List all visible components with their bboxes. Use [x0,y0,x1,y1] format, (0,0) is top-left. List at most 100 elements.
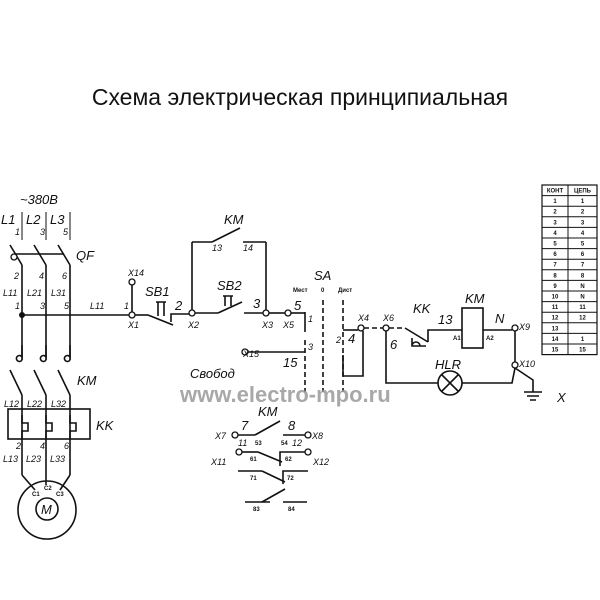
km-coil [461,307,484,349]
label: L11 [3,288,17,298]
thermal-relay-box [7,408,91,440]
terminal-label: X9 [518,322,530,332]
table-cell: N [580,295,584,301]
label: 53 [255,441,262,447]
table-cell: 6 [553,252,557,258]
table-cell: 12 [579,316,586,322]
label: 1 [15,301,20,311]
label-km: KM [77,373,97,388]
label: 61 [250,457,257,463]
label: L11 [90,301,104,311]
motor-symbol [17,480,77,540]
label: 84 [288,507,295,513]
label: N [495,311,505,326]
table-cell: N [580,284,584,290]
label: X [556,390,567,405]
table-cell: 15 [579,348,586,354]
terminal-label: X5 [282,320,295,330]
label: 2 [15,441,21,451]
control-circuit [128,227,542,503]
label: 8 [288,418,296,433]
page-title: Схема электрическая принципиальная [91,84,509,110]
table-cell: 7 [553,263,557,269]
label: 5 [64,301,70,311]
terminal-label: X4 [357,313,369,323]
terminal-label: X8 [311,431,323,441]
label-km: KM [224,212,244,227]
terminal-label: X7 [214,431,227,441]
label: 6 [64,441,69,451]
label: Дист [338,288,352,294]
label: Свобод [190,366,235,381]
label: A1 [453,336,461,342]
table-cell: 10 [552,295,559,301]
label: L31 [51,288,66,298]
label: 1 [15,227,20,237]
table-cell: 11 [579,305,586,311]
label: 4 [348,331,355,346]
voltage-label: ~380В [20,192,58,207]
label: 5 [63,227,69,237]
terminal-label: X12 [312,457,329,467]
label: 72 [287,476,294,482]
table-cell: 15 [552,348,559,354]
label: 6 [62,271,67,281]
label: 6 [390,337,398,352]
label: Мест [293,288,308,294]
label: 14 [243,243,253,253]
label: 3 [40,301,45,311]
label: 11 [238,438,247,448]
table-cell: 12 [552,316,559,322]
table-cell: 1 [553,199,557,205]
table-cell: 7 [581,263,585,269]
terminal-label: X1 [127,320,139,330]
label: 2 [174,298,183,313]
terminal-label: X10 [518,359,535,369]
watermark: www.electro-mpo.ru [179,382,391,407]
table-header: ЦЕПЬ [574,189,592,195]
label-l3: L3 [50,212,65,227]
table-cell: 5 [553,242,557,248]
label: 7 [241,418,249,433]
table-cell: 3 [553,220,557,226]
label: L32 [51,399,66,409]
label: L21 [27,288,42,298]
label: A2 [486,336,494,342]
table-cell: 11 [552,305,559,311]
label: 4 [39,271,44,281]
label: 4 [40,441,45,451]
label: 5 [294,298,302,313]
label: 12 [292,438,302,448]
label: 3 [253,296,261,311]
label: 62 [285,457,292,463]
label: 2 [335,335,341,345]
label: 71 [250,476,257,482]
table-cell: 1 [581,337,585,343]
label-kk: KK [96,418,115,433]
table-header: КОНТ [547,189,564,195]
table-cell: 1 [581,199,585,205]
label: 13 [212,243,222,253]
label-hlr: HLR [435,357,461,372]
label: L12 [4,399,19,409]
label: 13 [438,312,453,327]
table-cell: 13 [552,326,559,332]
label: 1 [124,301,129,311]
label: C3 [56,492,64,498]
label-l2: L2 [26,212,41,227]
table-cell: 8 [553,273,557,279]
label: L13 [3,454,18,464]
table-cell: 8 [581,273,585,279]
label-qf: QF [76,248,95,263]
label: L33 [50,454,65,464]
label: L23 [26,454,41,464]
label: C2 [44,486,52,492]
diagram-labels: ~380В L1 L2 L3 1 3 5 QF 2 4 6 L11 L21 L3… [1,192,567,517]
terminal-label: X6 [382,313,394,323]
terminal-label: X3 [261,320,273,330]
terminal-label: X14 [127,268,144,278]
terminal-label: X2 [187,320,199,330]
